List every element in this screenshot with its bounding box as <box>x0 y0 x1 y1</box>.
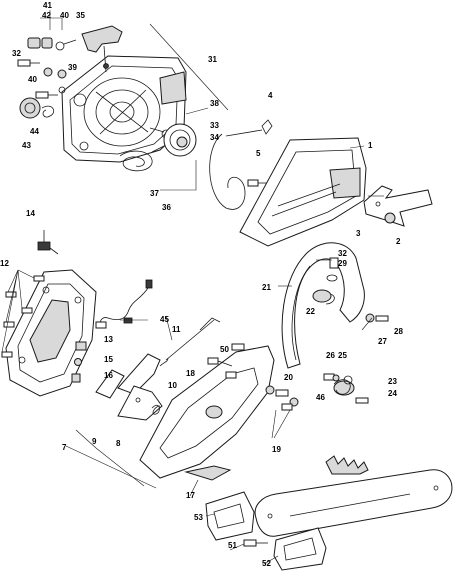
wiring-harness-45 <box>95 279 153 329</box>
callout-22: 22 <box>306 307 315 316</box>
clutch-cover <box>239 137 367 247</box>
callout-44: 44 <box>30 127 39 136</box>
callout-12: 12 <box>0 259 9 268</box>
callout-5: 5 <box>256 149 261 158</box>
callout-labels: 41 42 40 35 32 40 39 31 38 4 33 34 5 1 4… <box>0 1 403 568</box>
throttle-trigger-8 <box>117 385 163 421</box>
callout-14: 14 <box>26 209 35 218</box>
recoil-spring <box>119 150 153 172</box>
trigger-spring-10 <box>151 404 161 415</box>
callout-34: 34 <box>210 133 219 142</box>
starter-housing <box>61 55 187 163</box>
callout-37: 37 <box>150 189 159 198</box>
callout-1: 1 <box>368 141 373 150</box>
bolts-18-50 <box>207 343 245 379</box>
bar-plate-53 <box>205 491 255 541</box>
callout-45: 45 <box>160 315 169 324</box>
callout-36: 36 <box>162 203 171 212</box>
callout-17: 17 <box>186 491 195 500</box>
bar-spikes <box>325 455 369 475</box>
vibration-spring-22 <box>312 289 335 305</box>
callout-19: 19 <box>272 445 281 454</box>
callout-24: 24 <box>388 389 397 398</box>
callout-15: 15 <box>104 355 113 364</box>
small-parts-right <box>323 257 389 404</box>
callout-16: 16 <box>104 371 113 380</box>
callout-2: 2 <box>396 237 401 246</box>
callout-13: 13 <box>104 335 113 344</box>
front-handle <box>281 242 365 369</box>
callout-23: 23 <box>388 377 397 386</box>
callout-10: 10 <box>168 381 177 390</box>
rear-handle-housing <box>5 269 97 397</box>
callout-7: 7 <box>62 443 67 452</box>
small-parts-top-left <box>17 37 77 119</box>
side-housing <box>139 345 275 481</box>
callout-39: 39 <box>68 63 77 72</box>
callout-3: 3 <box>356 229 361 238</box>
callout-11: 11 <box>172 325 181 334</box>
callout-25: 25 <box>338 351 347 360</box>
callout-50: 50 <box>220 345 229 354</box>
callout-52: 52 <box>262 559 271 568</box>
leader-lines <box>1 10 384 565</box>
spring-clip-4 <box>209 119 273 210</box>
guide-bar <box>254 469 453 537</box>
callout-46: 46 <box>316 393 325 402</box>
callout-41: 41 <box>43 1 52 10</box>
throttle-rod-11 <box>159 317 221 367</box>
bolts-19-20 <box>265 385 299 411</box>
chain-catcher-plate <box>363 185 433 227</box>
vibration-spring-23 <box>333 379 355 396</box>
callout-9: 9 <box>92 437 97 446</box>
bar-plate-52 <box>273 527 327 571</box>
callout-29: 29 <box>338 259 347 268</box>
callout-4: 4 <box>268 91 273 100</box>
starter-handle <box>81 25 123 73</box>
callout-21: 21 <box>262 283 271 292</box>
starter-pulley <box>149 123 197 157</box>
callout-40: 40 <box>60 11 69 20</box>
callout-53: 53 <box>194 513 203 522</box>
callout-35: 35 <box>76 11 85 20</box>
callout-32: 32 <box>338 249 347 258</box>
callout-18: 18 <box>186 369 195 378</box>
callout-28: 28 <box>394 327 403 336</box>
callout-32: 32 <box>12 49 21 58</box>
callout-40: 40 <box>28 75 37 84</box>
callout-51: 51 <box>228 541 237 550</box>
bolt-51 <box>243 539 268 547</box>
callout-8: 8 <box>116 439 121 448</box>
callout-31: 31 <box>208 55 217 64</box>
callout-27: 27 <box>378 337 387 346</box>
callout-38: 38 <box>210 99 219 108</box>
sensor-14 <box>37 230 59 255</box>
small-parts-mid-left <box>71 341 125 399</box>
callout-42: 42 <box>42 11 51 20</box>
callout-26: 26 <box>326 351 335 360</box>
housing-screws <box>1 275 45 358</box>
callout-33: 33 <box>210 121 219 130</box>
callout-43: 43 <box>22 141 31 150</box>
callout-20: 20 <box>284 373 293 382</box>
